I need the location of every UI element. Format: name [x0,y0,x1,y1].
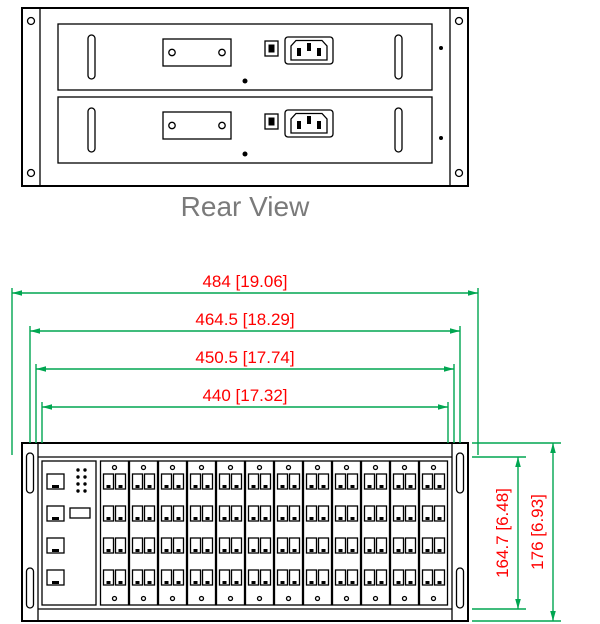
module-column [420,461,448,605]
dim-overall-width: 484 [19.06] [11,272,479,455]
power-module-bottom [57,96,433,164]
dim-body-width-label: 440 [17.32] [202,386,287,405]
module-column [391,461,419,605]
front-chassis-outline [21,442,469,622]
dim-body-width: 440 [17.32] [41,386,449,443]
rj45-port [46,569,65,586]
rear-view-label: Rear View [181,191,310,222]
dim-mount-width: 464.5 [18.29] [29,310,461,443]
rear-screw-bottom [439,136,443,140]
rj45-port [46,537,65,554]
module-column [333,461,361,605]
interface-modules [101,461,448,605]
rear-ear-holes [26,16,464,178]
dim-mid-width-label: 450.5 [17.74] [195,348,294,367]
led-indicators [76,468,87,493]
dim-mount-width-label: 464.5 [18.29] [195,310,294,329]
module-column [304,461,332,605]
rear-screw-top [439,46,443,50]
module-column [246,461,274,605]
rj45-port [46,473,65,490]
module-column [188,461,216,605]
front-ear-slots [25,452,465,609]
front-view-drawing [21,442,469,622]
module-column [130,461,158,605]
console-slot [69,507,91,519]
module-column [217,461,245,605]
power-module-top [57,23,433,91]
rear-chassis-outline [21,7,469,187]
module-column [362,461,390,605]
dim-overall-width-label: 484 [19.06] [202,272,287,291]
module-column [275,461,303,605]
module-column [101,461,129,605]
dim-overall-height-label: 176 [6.93] [528,494,547,570]
management-module [41,460,97,606]
rear-view-drawing [21,7,469,187]
rj45-port [46,505,65,522]
dim-mid-width: 450.5 [17.74] [35,348,455,443]
module-column [159,461,187,605]
dim-body-height-label: 164.7 [6.48] [493,488,512,578]
dim-overall-height: 176 [6.93] [472,442,561,622]
dim-body-height: 164.7 [6.48] [472,456,526,610]
